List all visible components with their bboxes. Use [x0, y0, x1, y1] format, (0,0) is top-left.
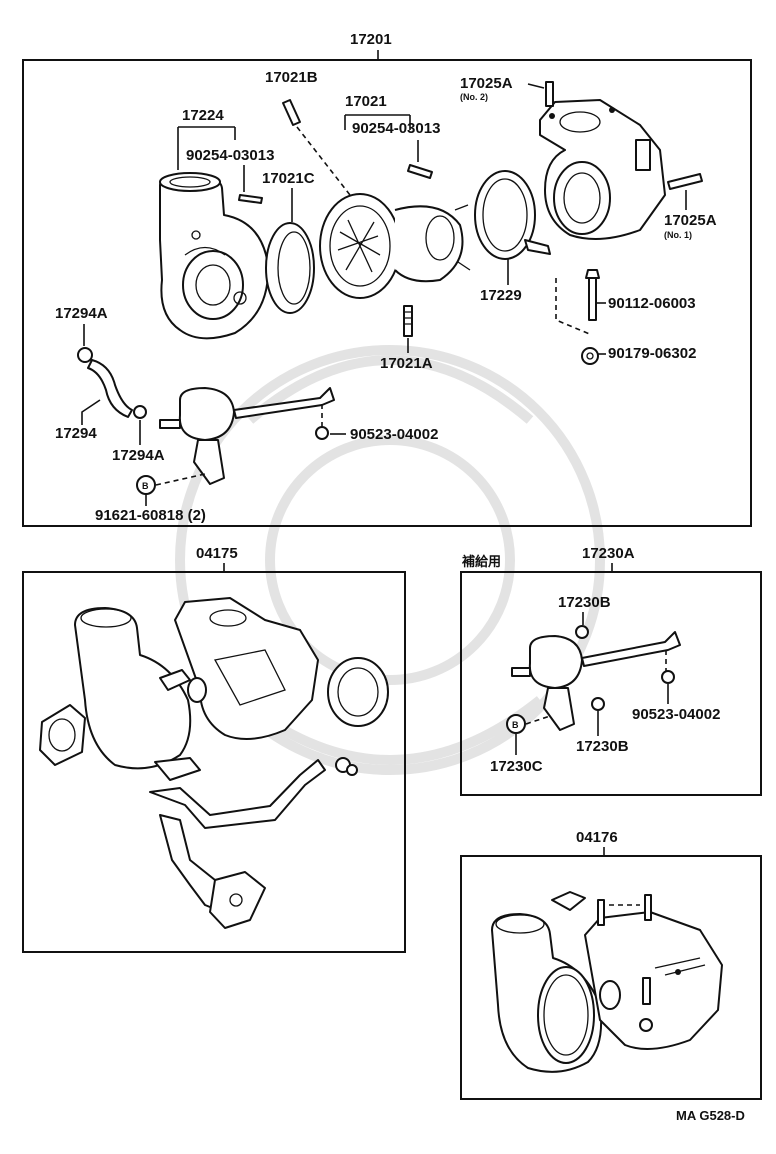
bolt-17230C [506, 714, 526, 734]
compressor-housing-17224 [159, 172, 270, 340]
bolt-90112-06003 [555, 269, 600, 336]
stud-17021A [403, 305, 413, 337]
gasket-kit-04175: 04175 [22, 545, 406, 953]
label-17021B: 17021B [265, 69, 318, 86]
clip-17294A-top [77, 347, 93, 363]
label-17230C: 17230C [490, 758, 543, 775]
label-17025A-no1: 17025A [664, 212, 717, 229]
bolt-04176 [642, 977, 651, 1005]
label-91621-60818: 91621-60818 (2) [95, 507, 206, 524]
nut-90523-04002-b [661, 670, 675, 684]
hose-17294 [87, 359, 133, 418]
label-17025A-no2: 17025A [460, 75, 513, 92]
assembly-number-04176: 04176 [576, 829, 618, 846]
supply-note: 補給用 [461, 554, 501, 569]
label-17294A-bottom: 17294A [112, 447, 165, 464]
label-17224: 17224 [182, 107, 224, 124]
label-90112-06003: 90112-06003 [608, 295, 696, 312]
label-17021C: 17021C [262, 170, 315, 187]
label-17021A: 17021A [380, 355, 433, 372]
box-04176-frame [460, 855, 762, 1100]
wastegate-actuator [159, 387, 335, 485]
assembly-number-17201: 17201 [350, 31, 392, 48]
label-17230B-bottom: 17230B [576, 738, 629, 755]
assembly-number-17230A: 17230A [582, 545, 635, 562]
turbine-housing [539, 99, 666, 240]
diagram-code: MA G528-D [676, 1108, 745, 1123]
label-17294: 17294 [55, 425, 97, 442]
main-assembly-17201: 17201 [22, 31, 752, 527]
seal-ring-17021C [265, 222, 315, 314]
actuator-kit-17230A: 補給用 17230A B 17230B 90523-04002 17230C 1… [460, 545, 762, 796]
watermark-emblem [175, 345, 605, 775]
box-04175-frame [22, 571, 406, 953]
label-no1: (No. 1) [664, 230, 692, 240]
bolt-mark-b-2: B [512, 720, 519, 730]
stud-17025A-no2 [545, 81, 554, 107]
bolt-90254-03013-b [238, 194, 263, 204]
v-band-clamp-17229 [474, 170, 551, 260]
label-no2: (No. 2) [460, 92, 488, 102]
nut-90179-06302 [581, 347, 599, 365]
bolt-17021B [282, 99, 351, 196]
label-17021: 17021 [345, 93, 387, 110]
bolt-mark-b-1: B [142, 481, 149, 491]
nut-17230B-top [575, 625, 589, 639]
nut-90523-04002-a [315, 426, 329, 440]
box-17230A-frame [460, 571, 762, 796]
clip-17294A-bottom [133, 405, 147, 419]
stud-17025A-no1 [667, 173, 703, 190]
bolt-90254-03013-a [407, 164, 433, 179]
label-90179-06302: 90179-06302 [608, 345, 696, 362]
nut-17230B-bottom [591, 697, 605, 711]
label-17230B-top: 17230B [558, 594, 611, 611]
main-assembly-frame [22, 59, 752, 527]
gasket-kit-04176: 04176 [460, 829, 762, 1100]
label-90523-04002-b: 90523-04002 [632, 706, 720, 723]
label-90254-03013-a: 90254-03013 [352, 120, 440, 137]
label-17229: 17229 [480, 287, 522, 304]
label-90523-04002-a: 90523-04002 [350, 426, 438, 443]
label-90254-03013-b: 90254-03013 [186, 147, 274, 164]
center-housing-17021 [319, 193, 471, 299]
assembly-number-04175: 04175 [196, 545, 238, 562]
label-17294A-top: 17294A [55, 305, 108, 322]
